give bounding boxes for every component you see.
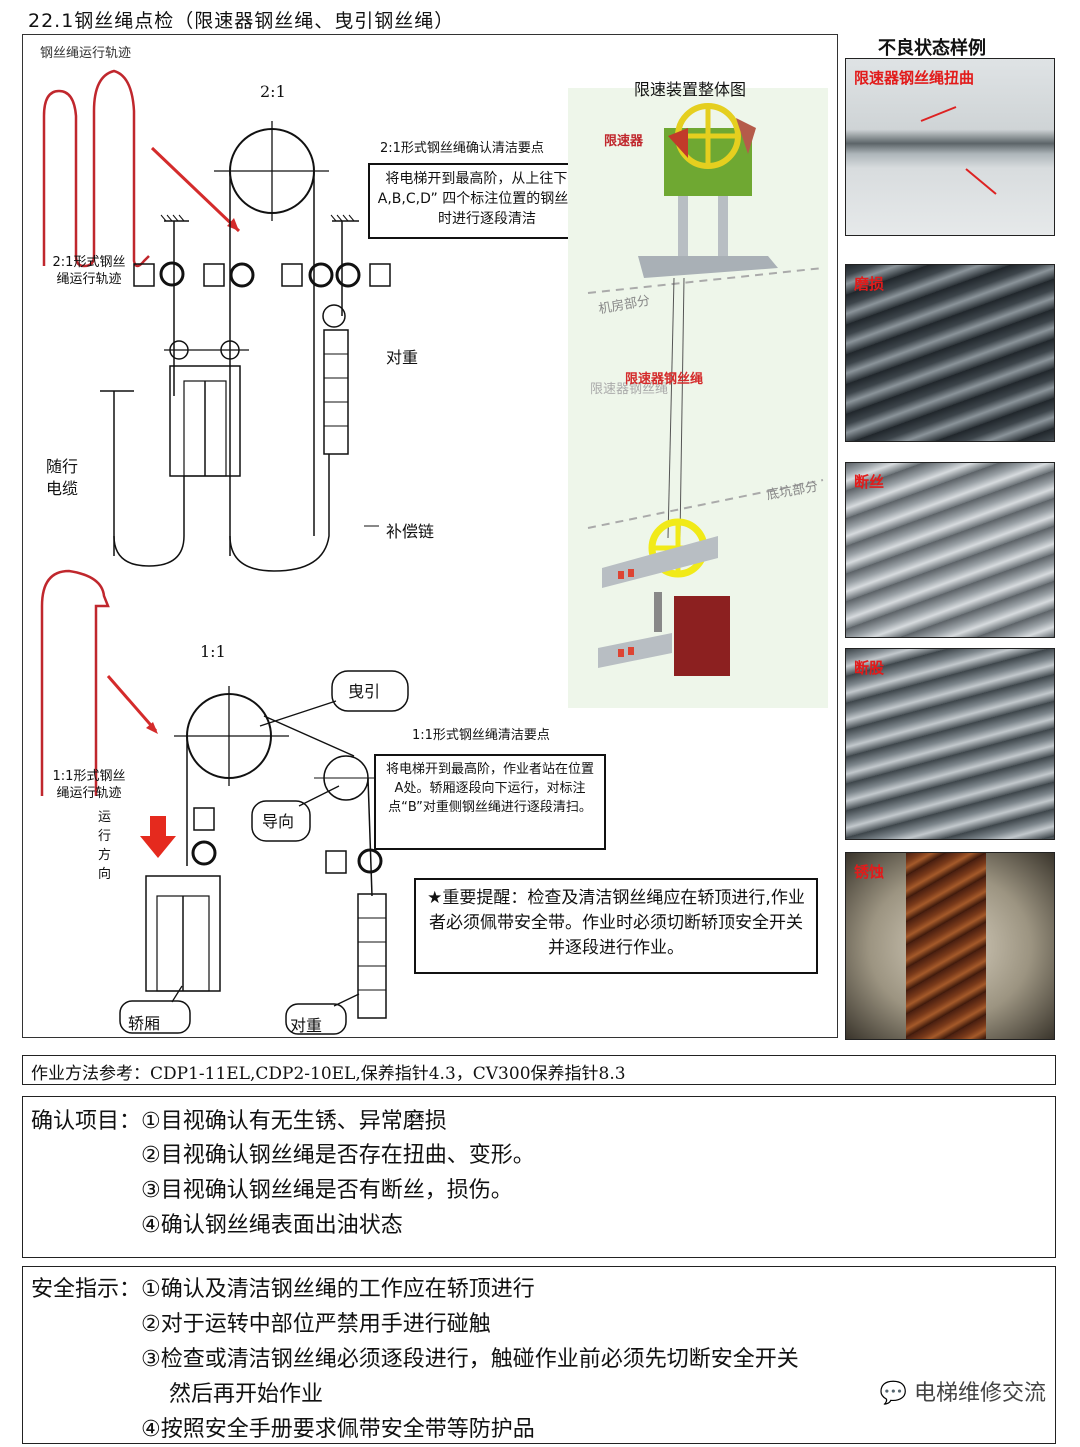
traveling-cable-label: 随行 电缆 — [46, 457, 79, 498]
wechat-icon: 💬 — [879, 1381, 907, 1406]
reference-bar: 作业方法参考：CDP1-11EL,CDP2-10EL,保养指针4.3，CV300… — [22, 1055, 1056, 1085]
important-warning: ★重要提醒：检查及清洁钢丝绳应在轿顶进行,作业者必须佩带安全带。作业时必须切断轿… — [414, 878, 818, 974]
safety-line-2: ②对于运转中部位严禁用手进行碰触 — [141, 1312, 491, 1337]
defect-label-rust: 锈蚀 — [854, 863, 885, 881]
governor-illustration — [587, 103, 824, 676]
defect-photo-broken-strand: 断股 — [845, 648, 1055, 840]
safety-line-1: 安全指示：①确认及清洁钢丝绳的工作应在轿顶进行 — [31, 1277, 535, 1302]
confirm-line-4: ④确认钢丝绳表面出油状态 — [141, 1213, 403, 1238]
defect-photo-twist: 限速器钢丝绳扭曲 — [845, 58, 1055, 236]
diagram-frame — [22, 34, 838, 1038]
defect-label-broken-strand: 断股 — [854, 659, 885, 677]
page-title: 22.1钢丝绳点检（限速器钢丝绳、曳引钢丝绳） — [28, 10, 455, 32]
watermark: 💬 电梯维修交流 — [880, 1375, 1046, 1407]
note-2-1-title: 2:1形式钢丝绳确认清洁要点 — [380, 141, 544, 156]
ratio-2-1: 2:1 — [260, 82, 286, 101]
guide-label: 导向 — [262, 812, 295, 831]
confirm-items-box: 确认项目：①目视确认有无生锈、异常磨损 ②目视确认钢丝绳是否存在扭曲、变形。 ③… — [22, 1096, 1056, 1258]
traction-label: 曳引 — [348, 682, 381, 701]
governor-rope-faded-label: 限速器钢丝绳 — [590, 382, 669, 397]
defects-title: 不良状态样例 — [878, 38, 986, 59]
defect-photo-broken-wire: 断丝 — [845, 462, 1055, 638]
note-2-1-box: 将电梯开到最高阶，从上往下对“ A,B,C,D” 四个标注位置的钢丝绳同时进行逐… — [368, 163, 606, 239]
rope-diagrams — [40, 69, 409, 1035]
governor-title: 限速装置整体图 — [634, 80, 747, 99]
rust-rope-shape — [906, 853, 986, 1039]
governor-label: 限速器 — [604, 134, 644, 149]
car-label: 轿厢 — [128, 1014, 161, 1033]
note-1-1-box: 将电梯开到最高阶，作业者站在位置A处。轿厢逐段向下运行，对标注点“B”对重侧钢丝… — [374, 754, 606, 850]
confirm-line-2: ②目视确认钢丝绳是否存在扭曲、变形。 — [141, 1143, 535, 1168]
note-1-1-title: 1:1形式钢丝绳清洁要点 — [412, 728, 550, 743]
label-1-1-track: 1:1形式钢丝 绳运行轨迹 — [52, 769, 126, 801]
confirm-line-1: 确认项目：①目视确认有无生锈、异常磨损 — [31, 1109, 447, 1134]
safety-line-3: ③检查或清洁钢丝绳必须逐段进行，触碰作业前必须先切断安全开关 — [141, 1347, 799, 1372]
defect-photo-rust: 锈蚀 — [845, 852, 1055, 1040]
defect-label-twist: 限速器钢丝绳扭曲 — [854, 69, 975, 87]
governor-rope-label: 限速器钢丝绳 — [625, 372, 704, 387]
defect-photo-wear: 磨损 — [845, 264, 1055, 442]
counterweight-bottom-label: 对重 — [290, 1016, 323, 1035]
direction-label: 运 行 方 向 — [98, 810, 112, 882]
counterweight-label: 对重 — [386, 348, 419, 367]
safety-line-5: ④按照安全手册要求佩带安全带等防护品 — [141, 1417, 535, 1442]
defect-label-wear: 磨损 — [854, 275, 885, 293]
compensation-chain-label: 补偿链 — [386, 522, 435, 541]
ratio-1-1: 1:1 — [200, 642, 226, 661]
confirm-line-3: ③目视确认钢丝绳是否有断丝，损伤。 — [141, 1178, 513, 1203]
rope-track-label: 钢丝绳运行轨迹 — [40, 46, 132, 61]
watermark-text: 电梯维修交流 — [913, 1381, 1046, 1406]
safety-items-box: 安全指示：①确认及清洁钢丝绳的工作应在轿顶进行 ②对于运转中部位严禁用手进行碰触… — [22, 1266, 1056, 1444]
label-2-1-track: 2:1形式钢丝 绳运行轨迹 — [52, 255, 126, 287]
safety-line-4: 然后再开始作业 — [169, 1382, 324, 1407]
defect-label-broken-wire: 断丝 — [854, 473, 885, 491]
